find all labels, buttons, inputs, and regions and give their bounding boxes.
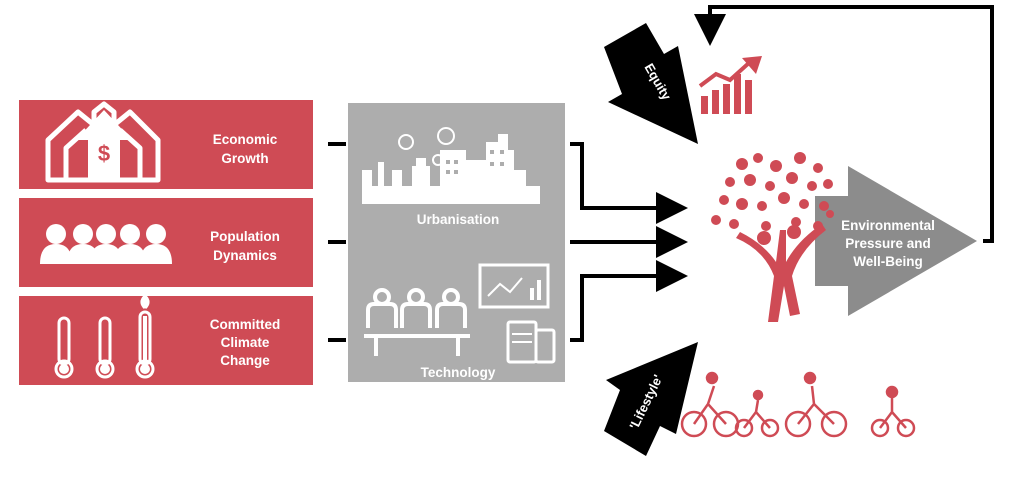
outcome-label-line-1: Environmental <box>841 218 935 233</box>
outcome-label-line-2: Pressure and <box>845 236 931 251</box>
urbanisation-label: Urbanisation <box>417 212 500 227</box>
outcome-label-line-3: Well-Being <box>853 254 923 269</box>
chart-screen-icon <box>478 263 550 309</box>
city-skyline-icon <box>362 127 540 204</box>
driver-population-dynamics: Population Dynamics <box>19 198 313 287</box>
urbanisation-technology-box: Urbanisation Technology <box>348 103 565 382</box>
driver-label-line-3: Change <box>220 353 270 368</box>
driver-committed-climate-change: Committed Climate Change <box>19 293 313 385</box>
outcome-arrow <box>815 166 977 316</box>
city-windows <box>446 150 504 174</box>
workers-icon <box>364 288 470 356</box>
devices-icon <box>506 320 556 364</box>
thermometer-fill <box>59 316 150 374</box>
family-cycling-icon <box>680 371 916 438</box>
tree-people-icon <box>711 152 834 322</box>
rising-bar-chart-icon <box>698 56 762 114</box>
house-dollar-arrow-icon <box>45 101 161 183</box>
lifestyle-arrow: 'Lifestyle' <box>604 342 698 456</box>
dollar-sign: $ <box>98 141 110 166</box>
feedback-loop-arrow <box>694 5 994 243</box>
driver-label-line-2: Dynamics <box>213 248 277 263</box>
driver-label-line-1: Population <box>210 229 280 244</box>
technology-label: Technology <box>421 365 496 380</box>
people-group-icon <box>40 224 172 264</box>
driver-economic-growth: $ Economic Growth <box>19 100 313 189</box>
driver-label-line-2: Climate <box>221 335 270 350</box>
middle-connectors <box>570 142 688 342</box>
driver-label-line-1: Committed <box>210 317 281 332</box>
outcome-environmental-pressure: Environmental Pressure and Well-Being <box>815 166 977 316</box>
driver-label-line-2: Growth <box>221 151 268 166</box>
driver-label-line-1: Economic <box>213 132 278 147</box>
equity-arrow: Equity <box>604 23 698 144</box>
driver-box <box>19 198 313 287</box>
driver-connectors <box>328 142 346 342</box>
